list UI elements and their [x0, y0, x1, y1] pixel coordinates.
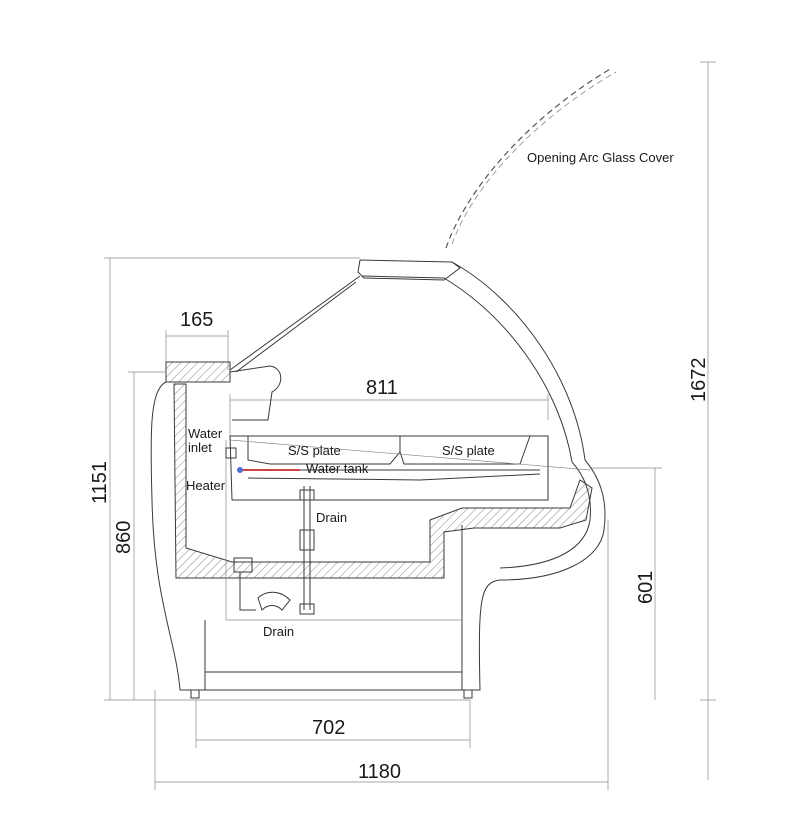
dim-860: [128, 371, 165, 700]
label-water-inlet-line2: inlet: [188, 440, 212, 455]
label-water-tank: Water tank: [306, 461, 369, 476]
dim-1180: [154, 520, 609, 790]
dim-1151: [104, 257, 470, 701]
dim-811: [229, 394, 549, 440]
dim-601: [590, 467, 662, 700]
dim-text-1672: 1672: [688, 358, 710, 403]
insulation-body: [173, 383, 593, 579]
label-heater: Heater: [186, 478, 226, 493]
label-ss-plate-left: S/S plate: [288, 443, 341, 458]
label-opening-arc-glass-cover: Opening Arc Glass Cover: [527, 150, 674, 165]
dim-text-601: 601: [635, 571, 657, 604]
label-drain-lower: Drain: [263, 624, 294, 639]
dim-text-165: 165: [180, 309, 213, 331]
cabinet-outline: [150, 259, 606, 699]
dim-text-811: 811: [366, 377, 398, 399]
dim-text-702: 702: [312, 717, 345, 739]
dim-702: [195, 700, 471, 748]
dim-text-1151: 1151: [89, 461, 111, 504]
dim-text-1180: 1180: [358, 761, 401, 783]
label-ss-plate-right: S/S plate: [442, 443, 495, 458]
label-drain-upper: Drain: [316, 510, 347, 525]
dim-1672: [700, 61, 716, 780]
label-water-inlet-line1: Water: [188, 426, 223, 441]
drain-plumbing: [225, 440, 462, 621]
opening-arc-dashed-inner: [451, 71, 617, 245]
water-tank: [229, 435, 591, 501]
dim-text-860: 860: [113, 521, 135, 554]
